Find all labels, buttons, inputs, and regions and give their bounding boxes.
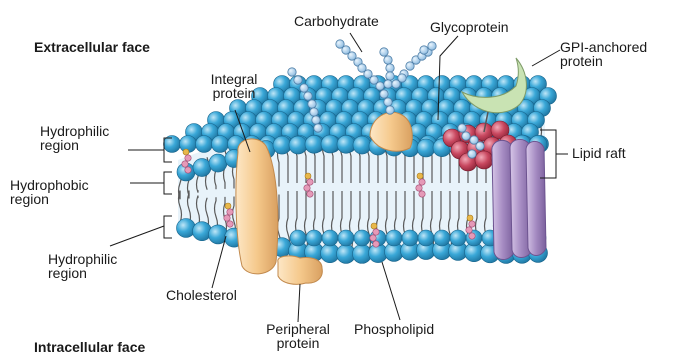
phospholipid-head <box>386 230 402 246</box>
phospholipid-head <box>290 230 306 246</box>
peripheral-protein-label-line2: protein <box>248 336 348 351</box>
phospholipid-head <box>322 230 338 246</box>
integral-protein-label-line2: protein <box>196 86 272 101</box>
hydrophobic-label-line2: region <box>10 192 49 207</box>
carbohydrate-label: Carbohydrate <box>294 14 379 29</box>
phospholipid-head <box>338 230 354 246</box>
phospholipid-label: Phospholipid <box>354 322 434 337</box>
phospholipid-head <box>193 222 212 241</box>
phospholipid-head <box>337 135 355 153</box>
peripheral-protein-shape <box>278 256 323 284</box>
phospholipid-head <box>418 230 434 246</box>
phospholipid-head <box>354 230 370 246</box>
phospholipid-head <box>289 136 307 154</box>
gpi-anchored-protein-label-line2: protein <box>560 54 603 69</box>
phospholipid-head <box>450 230 466 246</box>
phospholipid-head <box>353 136 371 154</box>
channel-protein-shape <box>492 139 546 259</box>
extracellular-face-label: Extracellular face <box>34 40 150 55</box>
lipid-raft-label: Lipid raft <box>572 146 626 161</box>
cholesterol-label: Cholesterol <box>166 288 237 303</box>
phospholipid-head <box>196 136 213 153</box>
phospholipid-head <box>306 230 322 246</box>
hydrophilic-top-label-line2: region <box>40 138 79 153</box>
phospholipid-head <box>402 230 418 246</box>
glycoprotein-label: Glycoprotein <box>430 20 509 35</box>
phospholipid-head <box>212 136 229 153</box>
phospholipid-head <box>193 159 211 177</box>
phospholipid-head <box>305 135 323 153</box>
phospholipid-head <box>273 136 291 154</box>
intracellular-face-label: Intracellular face <box>34 340 145 355</box>
phospholipid-head <box>417 139 435 157</box>
phospholipid-head <box>321 135 339 153</box>
hydrophilic-bottom-label-line2: region <box>48 266 87 281</box>
phospholipid-head <box>434 230 450 246</box>
phospholipid-head <box>177 219 196 238</box>
phospholipid-head <box>209 154 227 172</box>
